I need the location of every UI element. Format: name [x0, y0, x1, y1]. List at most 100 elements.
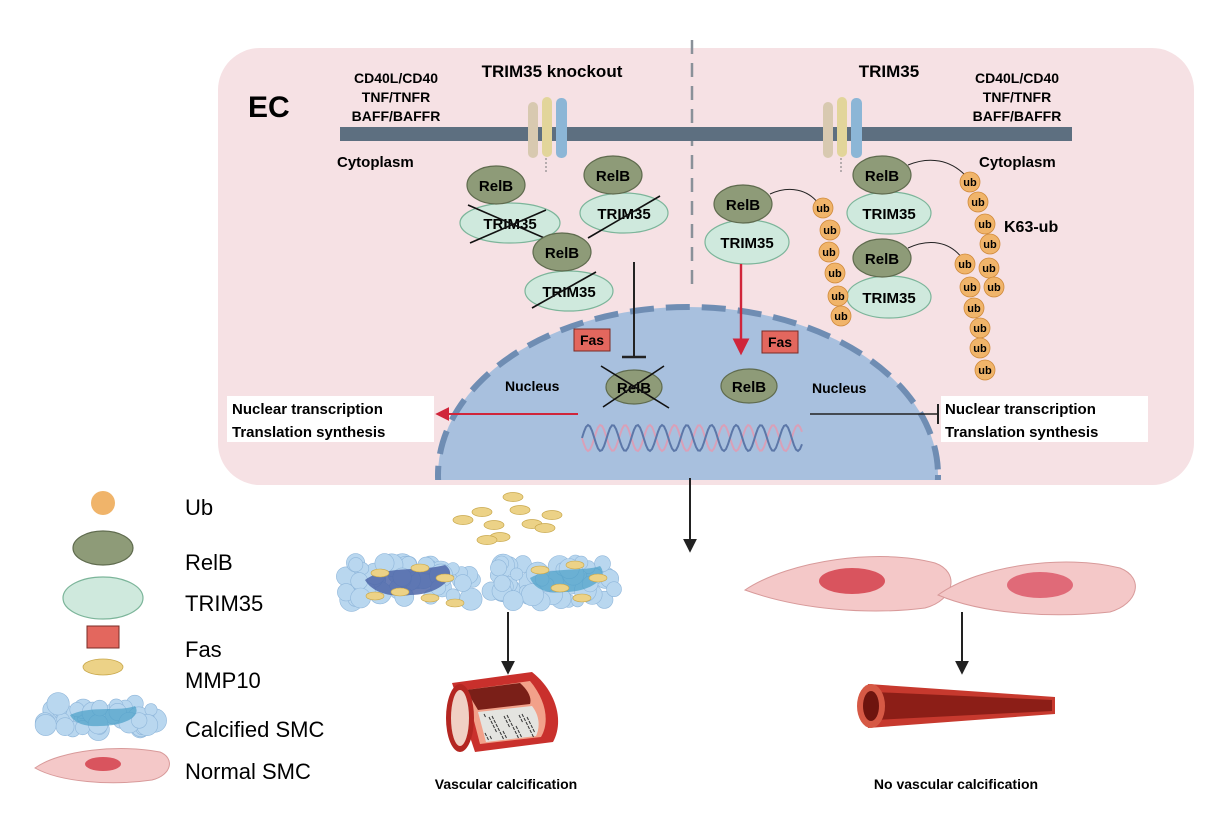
relb-trim35-complex-knockout-3: RelB TRIM35 — [524, 232, 614, 312]
fas-label: Fas — [580, 332, 604, 348]
inhibition-arrow-left — [622, 262, 646, 359]
relb-label: RelB — [726, 197, 760, 214]
ub-label: ub — [967, 303, 981, 315]
relb-label: RelB — [596, 168, 630, 185]
ub-bead: ub — [974, 213, 996, 235]
ub-label: ub — [963, 177, 977, 189]
legend-label: Ub — [185, 495, 213, 520]
outcome-label-left: Vascular calcification — [435, 776, 577, 792]
ub-icon — [91, 491, 115, 515]
ub-label: ub — [963, 282, 977, 294]
normal-smc-group — [743, 556, 1136, 616]
transcription-inhibition-right — [810, 404, 939, 424]
receptor-labels-left: CD40L/CD40 TNF/TNFR BAFF/BAFFR — [352, 70, 441, 124]
legend-label: Calcified SMC — [185, 717, 324, 742]
ub-label: ub — [978, 219, 992, 231]
transcription-label: Translation synthesis — [232, 424, 385, 441]
relb-label: RelB — [732, 379, 766, 396]
ub-label: ub — [816, 203, 830, 215]
relb-trim35-complex-knockout-1: RelB TRIM35 — [459, 165, 561, 244]
ub-bead: ub — [954, 253, 976, 275]
ub-label: ub — [971, 197, 985, 209]
endothelial-cell — [218, 48, 1194, 485]
transcription-box-right — [941, 396, 1148, 442]
ub-label: ub — [834, 311, 848, 323]
mmp10-cluster — [452, 492, 563, 545]
ub-bead: ub — [969, 317, 991, 339]
calcified-smc-icon — [34, 692, 167, 741]
outcome-label-right: No vascular calcification — [874, 776, 1038, 792]
trim35-label: TRIM35 — [597, 206, 650, 223]
receptor-label: TNF/TNFR — [983, 89, 1051, 105]
calcification-deposits — [483, 713, 535, 741]
relb-trim35-complex-right-2: RelB TRIM35 — [846, 155, 966, 235]
left-title: TRIM35 knockout — [482, 62, 623, 81]
legend-label: TRIM35 — [185, 591, 263, 616]
relb-nucleus-blocked: RelB — [600, 365, 670, 409]
ub-label: ub — [823, 225, 837, 237]
nucleus-label-left: Nucleus — [505, 378, 560, 394]
nucleus — [435, 304, 941, 480]
ub-label: ub — [822, 247, 836, 259]
relb-trim35-complex-right-3: RelB TRIM35 — [846, 238, 963, 319]
cytoplasm-label-right: Cytoplasm — [979, 154, 1056, 171]
trim35-icon — [62, 576, 144, 620]
ub-bead: ub — [978, 257, 1000, 279]
ub-bead: ub — [827, 285, 849, 307]
ub-bead: ub — [818, 241, 840, 263]
fas-icon — [86, 625, 120, 649]
relb-trim35-complex-right-1: RelB TRIM35 — [704, 184, 819, 265]
ub-bead: ub — [819, 219, 841, 241]
receptor-label: CD40L/CD40 — [975, 70, 1059, 86]
normal-vessel — [857, 684, 1055, 728]
ub-label: ub — [982, 263, 996, 275]
legend-label: Fas — [185, 637, 222, 662]
ub-label: ub — [828, 268, 842, 280]
ub-label: ub — [831, 291, 845, 303]
legend-label: Normal SMC — [185, 759, 311, 784]
receptor-cluster-right — [823, 97, 862, 172]
mmp10-icon — [82, 658, 124, 676]
ub-bead: ub — [983, 276, 1005, 298]
transcription-box-left — [227, 396, 434, 442]
fas-label: Fas — [768, 334, 792, 350]
receptor-cluster-left — [528, 97, 567, 172]
ub-bead: ub — [824, 262, 846, 284]
transcription-label: Nuclear transcription — [232, 401, 383, 418]
cytoplasm-label-left: Cytoplasm — [337, 154, 414, 171]
receptor-label: TNF/TNFR — [362, 89, 430, 105]
ub-bead: ub — [969, 337, 991, 359]
receptor-label: BAFF/BAFFR — [973, 108, 1062, 124]
transcription-label: Translation synthesis — [945, 424, 1098, 441]
trim35-label: TRIM35 — [862, 206, 915, 223]
ec-label: EC — [248, 91, 290, 124]
ub-label: ub — [978, 365, 992, 377]
receptor-label: CD40L/CD40 — [354, 70, 438, 86]
relb-label: RelB — [865, 251, 899, 268]
ub-bead: ub — [979, 233, 1001, 255]
relb-label: RelB — [545, 245, 579, 262]
relb-nucleus-active: RelB — [720, 368, 778, 404]
ub-bead: ub — [812, 197, 834, 219]
k63-ub-label: K63-ub — [1004, 219, 1058, 236]
ub-label: ub — [973, 343, 987, 355]
ub-bead: ub — [974, 359, 996, 381]
ub-bead: ub — [830, 305, 852, 327]
ub-bead: ub — [963, 297, 985, 319]
fas-box-right: Fas — [761, 330, 799, 354]
receptor-label: BAFF/BAFFR — [352, 108, 441, 124]
ub-bead: ub — [959, 276, 981, 298]
nucleus-label-right: Nucleus — [812, 380, 867, 396]
relb-trim35-complex-knockout-2: RelB TRIM35 — [579, 155, 669, 239]
legend-label: RelB — [185, 550, 233, 575]
trim35-label: TRIM35 — [862, 290, 915, 307]
ub-label: ub — [973, 323, 987, 335]
relb-icon — [72, 530, 134, 566]
relb-label: RelB — [865, 168, 899, 185]
trim35-label: TRIM35 — [542, 284, 595, 301]
ub-label: ub — [983, 239, 997, 251]
fas-box-left: Fas — [573, 328, 611, 352]
legend: Ub RelB TRIM35 Fas MMP10 Calcified SMC N… — [34, 491, 324, 784]
transcription-label: Nuclear transcription — [945, 401, 1096, 418]
